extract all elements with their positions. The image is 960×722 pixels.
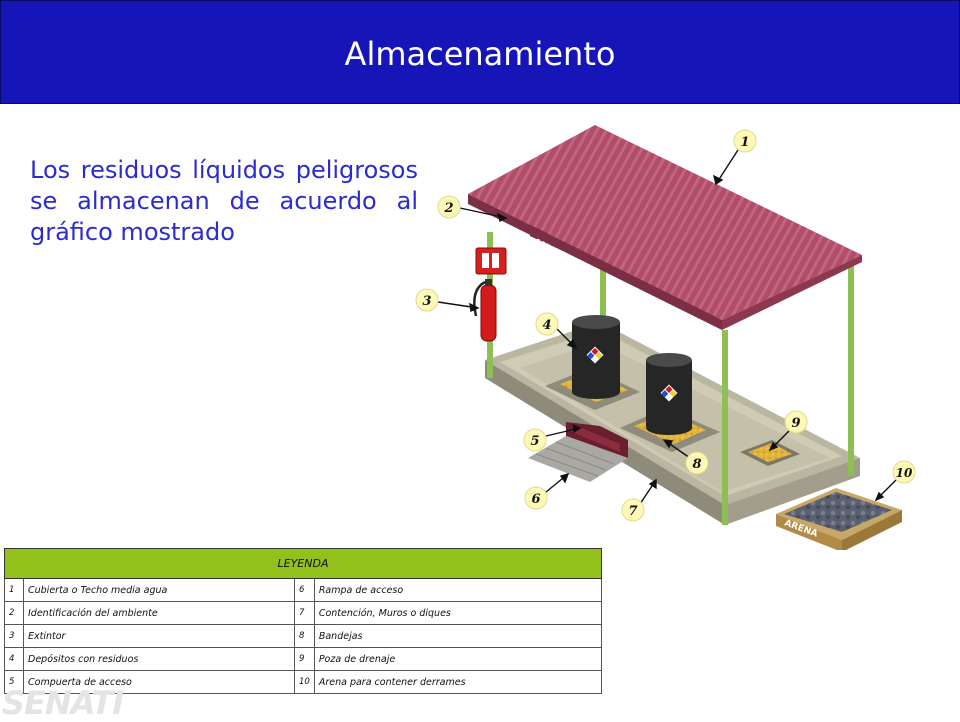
svg-text:2: 2 xyxy=(443,201,453,216)
legend-row: 2 Identificación del ambiente 7 Contenci… xyxy=(4,601,603,625)
sand-box: ARENA xyxy=(776,488,902,550)
drum-right xyxy=(646,353,692,435)
svg-text:5: 5 xyxy=(530,434,539,449)
legend-table: LEYENDA 1 Cubierta o Techo media agua 6 … xyxy=(4,548,603,694)
svg-text:1: 1 xyxy=(740,135,749,150)
callout-6: 6 xyxy=(524,486,548,510)
callout-1: 1 xyxy=(733,129,757,153)
legend-row: 5 Compuerta de acceso 10 Arena para cont… xyxy=(4,670,603,694)
svg-text:6: 6 xyxy=(531,492,540,507)
callout-4: 4 xyxy=(535,312,559,336)
legend-number: 8 xyxy=(294,624,315,648)
access-gate xyxy=(566,422,628,458)
drum-left xyxy=(572,315,620,399)
legend-label: Poza de drenaje xyxy=(314,647,603,671)
legend-label: Bandejas xyxy=(314,624,603,648)
senati-watermark: SENATI xyxy=(2,684,124,722)
legend-number: 1 xyxy=(4,578,24,602)
legend-label: Rampa de acceso xyxy=(314,578,603,602)
legend-number: 9 xyxy=(294,647,315,671)
legend-number: 4 xyxy=(4,647,24,671)
legend-number: 10 xyxy=(294,670,315,694)
legend-number: 7 xyxy=(294,601,315,625)
legend-label: Arena para contener derrames xyxy=(314,670,603,694)
legend-row: 4 Depósitos con residuos 9 Poza de drena… xyxy=(4,647,603,671)
legend-label: Depósitos con residuos xyxy=(23,647,295,671)
callout-arrows xyxy=(437,149,897,505)
legend-label: Contención, Muros o diques xyxy=(314,601,603,625)
legend-number: 2 xyxy=(4,601,24,625)
callout-7: 7 xyxy=(621,498,645,522)
legend-label: Identificación del ambiente xyxy=(23,601,295,625)
svg-text:4: 4 xyxy=(542,318,551,333)
legend-label: Extintor xyxy=(23,624,295,648)
legend-label: Compuerta de acceso xyxy=(23,670,295,694)
legend-row: 1 Cubierta o Techo media agua 6 Rampa de… xyxy=(4,578,603,602)
legend-row: 3 Extintor 8 Bandejas xyxy=(4,624,603,648)
callout-8: 8 xyxy=(685,451,709,475)
legend-header: LEYENDA xyxy=(4,548,602,579)
svg-text:7: 7 xyxy=(628,504,637,519)
post-front-right xyxy=(722,330,728,525)
svg-text:9: 9 xyxy=(791,416,800,431)
legend-number: 3 xyxy=(4,624,24,648)
callout-3: 3 xyxy=(415,288,439,312)
post-back-left xyxy=(600,268,606,340)
svg-text:8: 8 xyxy=(692,457,701,472)
legend-number: 6 xyxy=(294,578,315,602)
title-bar: Almacenamiento xyxy=(0,0,960,104)
legend-label: Cubierta o Techo media agua xyxy=(23,578,295,602)
roof xyxy=(468,125,862,330)
svg-text:10: 10 xyxy=(896,466,913,480)
svg-text:3: 3 xyxy=(422,294,431,309)
legend-number: 5 xyxy=(4,670,24,694)
callout-2: 2 xyxy=(437,195,461,219)
fire-extinguisher xyxy=(473,247,507,342)
page-title: Almacenamiento xyxy=(344,35,616,73)
storage-diagram: RESIDUOS PELIGROSOS xyxy=(415,125,916,550)
callout-5: 5 xyxy=(523,428,547,452)
drainage-pit xyxy=(740,440,800,466)
post-back-right xyxy=(848,260,854,475)
callout-10: 10 xyxy=(892,460,916,484)
access-ramp xyxy=(528,436,628,482)
callout-9: 9 xyxy=(784,410,808,434)
intro-text: Los residuos líquidos peligrosos se alma… xyxy=(30,156,418,246)
